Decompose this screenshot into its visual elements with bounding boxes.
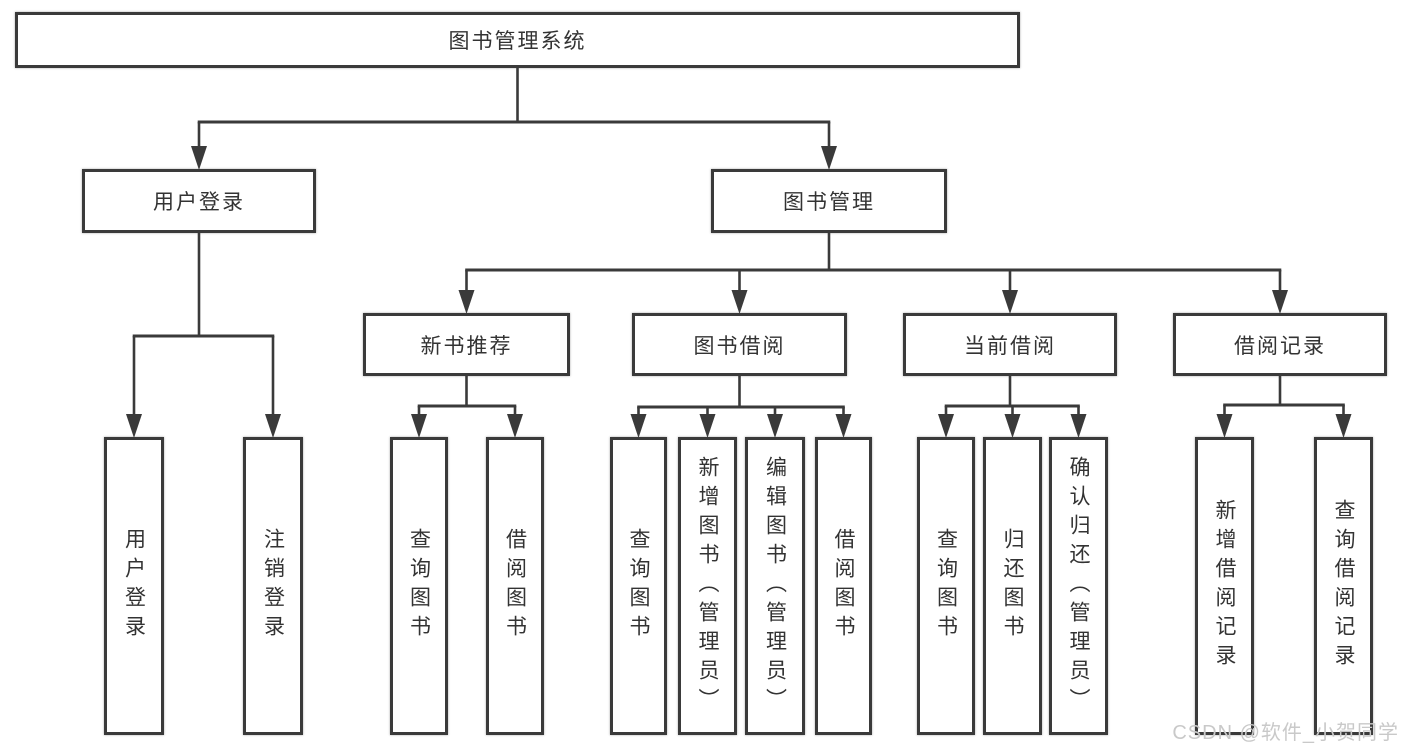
node-label: 归还图书 [1001, 528, 1024, 644]
node-leaf-add-book: 新增图书（管理员） [678, 437, 737, 735]
arrowhead-icon [191, 146, 207, 170]
node-label: 新增借阅记录 [1213, 499, 1236, 673]
node-label: 用户登录 [122, 528, 146, 644]
node-label: 新增图书（管理员） [696, 455, 719, 717]
node-leaf-query-book-2: 查询图书 [610, 437, 667, 735]
node-label: 借阅记录 [1234, 334, 1326, 358]
arrowhead-icon [1002, 290, 1018, 314]
arrowhead-icon [126, 414, 142, 438]
node-leaf-return-book: 归还图书 [983, 437, 1042, 735]
node-leaf-edit-book: 编辑图书（管理员） [745, 437, 805, 735]
node-root: 图书管理系统 [15, 12, 1020, 68]
node-book-mgmt: 图书管理 [711, 169, 947, 233]
arrowhead-icon [938, 414, 954, 438]
node-label: 当前借阅 [964, 334, 1056, 358]
node-leaf-borrow-book-2: 借阅图书 [815, 437, 872, 735]
node-leaf-confirm-return: 确认归还（管理员） [1049, 437, 1108, 735]
node-book-borrow: 图书借阅 [632, 313, 847, 376]
arrowhead-icon [1004, 414, 1021, 438]
arrowhead-icon [265, 414, 281, 438]
node-label: 查询借阅记录 [1332, 499, 1355, 673]
node-label: 编辑图书（管理员） [763, 455, 787, 717]
node-label: 查询图书 [407, 528, 431, 644]
node-leaf-query-book-1: 查询图书 [390, 437, 448, 735]
arrowhead-icon [411, 414, 427, 438]
arrowhead-icon [835, 414, 852, 438]
node-label: 图书管理系统 [448, 30, 587, 53]
node-label: 图书借阅 [693, 334, 786, 358]
node-label: 确认归还（管理员） [1067, 455, 1090, 717]
arrowhead-icon [1216, 414, 1233, 438]
node-leaf-borrow-book-1: 借阅图书 [486, 437, 544, 735]
node-leaf-user-login: 用户登录 [104, 437, 164, 735]
node-leaf-query-record: 查询借阅记录 [1314, 437, 1373, 735]
node-new-book-rec: 新书推荐 [363, 313, 570, 376]
node-label: 新书推荐 [420, 334, 513, 358]
node-label: 借阅图书 [832, 528, 855, 644]
arrowhead-icon [731, 290, 748, 314]
node-user-login: 用户登录 [82, 169, 316, 233]
node-label: 查询图书 [934, 528, 958, 644]
arrowhead-icon [821, 146, 837, 170]
node-leaf-query-book-3: 查询图书 [917, 437, 975, 735]
arrowhead-icon [1335, 414, 1352, 438]
arrowhead-icon [767, 414, 783, 438]
node-label: 注销登录 [261, 528, 285, 644]
node-leaf-add-record: 新增借阅记录 [1195, 437, 1254, 735]
node-label: 查询图书 [627, 528, 650, 644]
node-borrow-records: 借阅记录 [1173, 313, 1387, 376]
arrowhead-icon [1272, 290, 1288, 314]
arrowhead-icon [630, 414, 647, 438]
node-current-borrow: 当前借阅 [903, 313, 1117, 376]
node-label: 用户登录 [153, 191, 245, 214]
arrowhead-icon [699, 414, 716, 438]
arrowhead-icon [507, 414, 523, 438]
node-label: 图书管理 [783, 191, 875, 214]
arrowhead-icon [458, 290, 475, 314]
arrowhead-icon [1070, 414, 1087, 438]
node-leaf-logout: 注销登录 [243, 437, 303, 735]
node-label: 借阅图书 [503, 528, 527, 644]
